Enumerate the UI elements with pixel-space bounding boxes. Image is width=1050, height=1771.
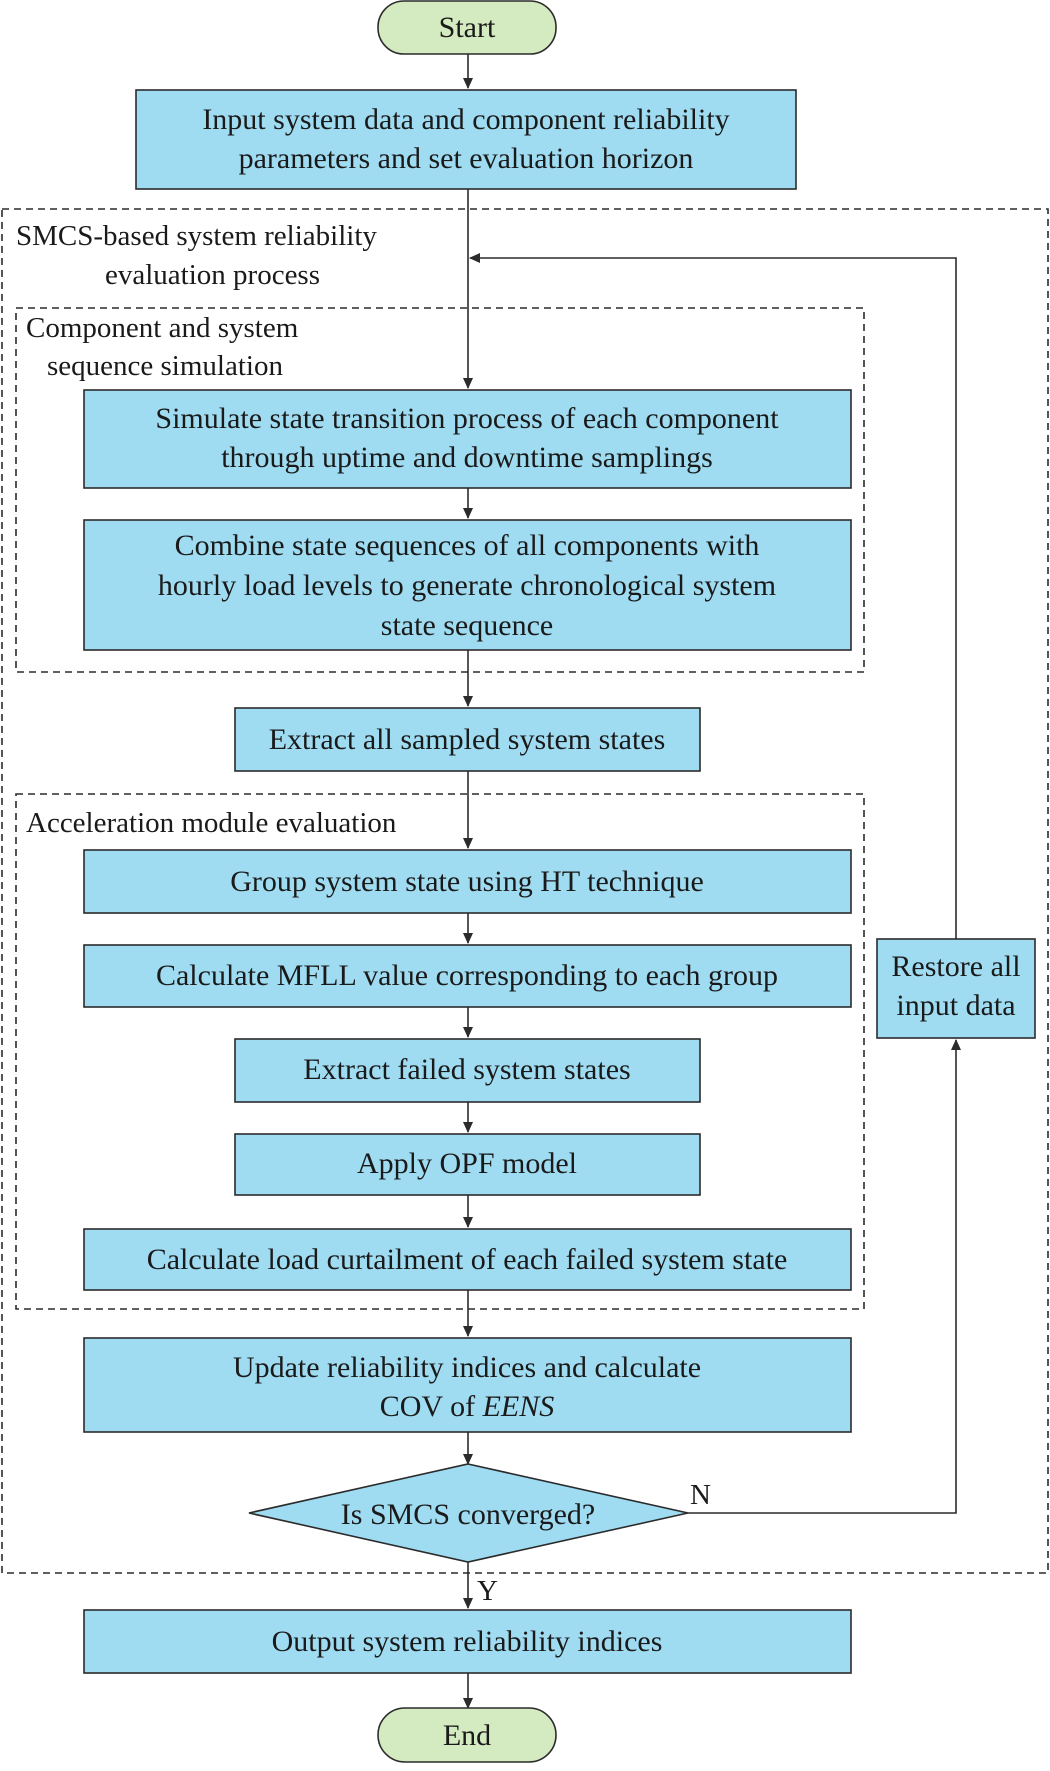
start-label: Start [439,11,496,44]
restore-line2: input data [896,989,1015,1022]
smcs-process-frame [1,208,1049,1574]
restore-line1: Restore all [891,950,1020,983]
restore-input-box [876,938,1036,1039]
simulate-transition-box [83,389,852,489]
mfll-label: Calculate MFLL value corresponding to ea… [156,959,778,992]
combine-sequences-box [83,519,852,651]
input-line2: parameters and set evaluation horizon [239,142,694,175]
acceleration-module-frame [15,793,865,1310]
opf-label: Apply OPF model [357,1147,577,1180]
smcs-group-title-line1: SMCS-based system reliability [16,220,377,252]
arrow-decision-no-to-restore [688,1039,961,1514]
smcs-group-title-line2: evaluation process [105,259,320,291]
end-label: End [443,1719,491,1752]
seq-group-title-line1: Component and system [26,312,299,344]
input-data-box [135,89,797,190]
output-indices-box [83,1609,852,1674]
extract-failed-label: Extract failed system states [303,1053,630,1086]
mfll-box [83,944,852,1008]
converged-decision-diamond [248,1463,689,1563]
extract-failed-box [234,1038,701,1103]
update-line2-eens: EENS [482,1390,555,1423]
output-label: Output system reliability indices [272,1625,663,1658]
combine-line3: state sequence [381,609,553,642]
sequence-simulation-frame [15,307,865,673]
yes-branch-label: Y [477,1575,498,1607]
update-line2-prefix: COV of [380,1390,483,1423]
decision-label: Is SMCS converged? [341,1498,595,1531]
arrow-restore-loop-back [469,253,957,939]
combine-line2: hourly load levels to generate chronolog… [158,569,776,602]
accel-group-title: Acceleration module evaluation [26,807,397,839]
update-indices-box [83,1337,852,1433]
extract-all-states-box [234,707,701,772]
input-line1: Input system data and component reliabil… [202,103,729,136]
curtailment-box [83,1228,852,1291]
simulate-line2: through uptime and downtime samplings [221,441,713,474]
seq-group-title-line2: sequence simulation [47,350,283,382]
extract-all-label: Extract all sampled system states [269,723,666,756]
group-ht-box [83,849,852,914]
group-ht-label: Group system state using HT technique [230,865,704,898]
combine-line1: Combine state sequences of all component… [175,529,760,562]
curtailment-label: Calculate load curtailment of each faile… [147,1243,788,1276]
update-line2: COV of EENS [380,1390,554,1423]
no-branch-label: N [690,1479,711,1511]
start-terminal [377,0,557,55]
end-terminal [377,1707,557,1763]
update-line1: Update reliability indices and calculate [233,1351,701,1384]
opf-box [234,1133,701,1196]
simulate-line1: Simulate state transition process of eac… [155,402,779,435]
